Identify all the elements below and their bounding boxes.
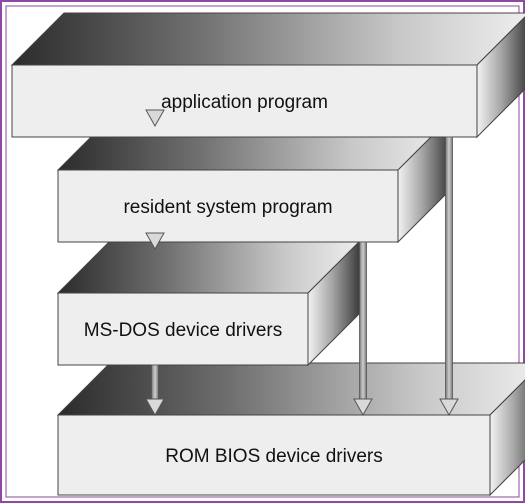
- layer-front-face: [57, 292, 309, 366]
- arrow-head: [145, 398, 165, 417]
- layer-application-program: application program: [10, 12, 525, 139]
- arrow-application-program-to-resident-system-program: [145, 109, 165, 128]
- layer-front-face: [57, 414, 491, 496]
- layer-label: MS-DOS device drivers: [84, 320, 283, 341]
- arrow-ms-dos-device-drivers-to-rom-bios-device-drivers: [145, 364, 165, 417]
- layer-top-face: [56, 362, 525, 416]
- layer-label: ROM BIOS device drivers: [165, 446, 383, 467]
- arrow-application-program-to-rom-bios-device-drivers: [439, 136, 459, 417]
- arrow-shaft: [445, 136, 453, 400]
- arrow-head: [439, 398, 459, 417]
- arrow-head: [353, 398, 373, 417]
- layer-label: resident system program: [123, 197, 332, 218]
- arrow-head: [145, 232, 165, 251]
- arrow-resident-system-program-to-rom-bios-device-drivers: [353, 241, 373, 417]
- layer-top-face: [56, 240, 362, 294]
- arrow-shaft: [151, 364, 159, 400]
- arrow-shaft: [359, 241, 367, 400]
- layer-top-face: [10, 12, 525, 66]
- layer-front-face: [11, 64, 478, 138]
- arrow-resident-system-program-to-ms-dos-device-drivers: [145, 232, 165, 251]
- layer-ms-dos-device-drivers: MS-DOS device drivers: [56, 239, 362, 367]
- layer-front-face: [57, 169, 399, 243]
- layer-rom-bios-device-drivers: ROM BIOS device drivers: [56, 362, 525, 497]
- layers-group: ROM BIOS device drivers MS-DOS device dri…: [10, 12, 525, 497]
- arrow-head: [145, 109, 165, 128]
- arrows-group: [145, 109, 459, 417]
- layer-label: application program: [161, 92, 328, 113]
